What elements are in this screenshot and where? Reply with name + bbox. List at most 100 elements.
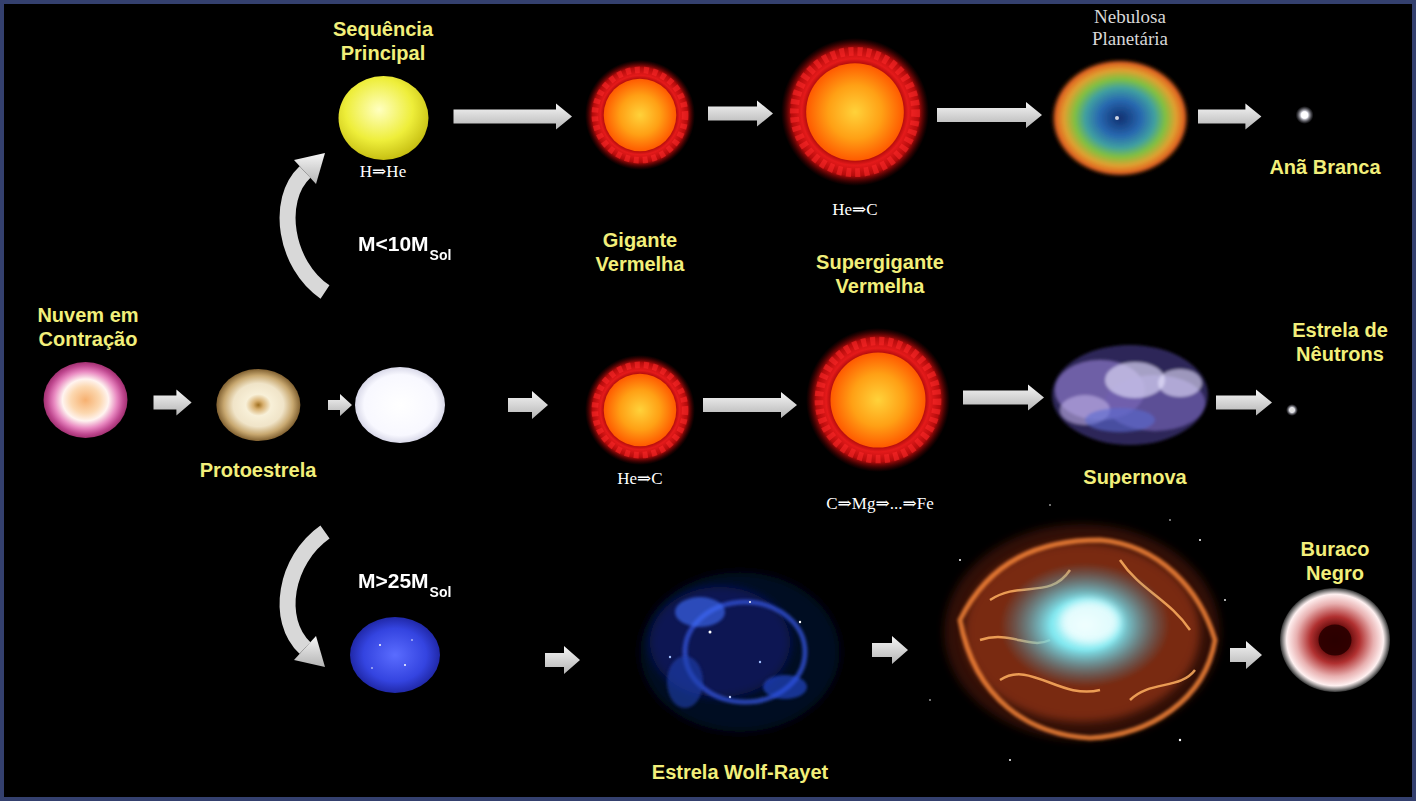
red-giant-star-shape (604, 79, 677, 152)
flow-arrow (328, 394, 352, 416)
flow-arrow (154, 390, 192, 416)
subscript: Sol (430, 584, 452, 600)
red-giant-star-shape (585, 355, 695, 465)
flow-arrow (937, 102, 1042, 128)
wolf-rayet-star-shape (675, 597, 725, 627)
protostar: Protoestrela (196, 365, 321, 486)
stage-label: Estrela Wolf-Rayet (652, 760, 828, 784)
mass-branch-arrow (294, 636, 325, 667)
wolf-rayet-star-shape (759, 661, 761, 663)
white-dwarf-shape (1296, 106, 1314, 124)
crab-nebula-image (1000, 563, 1170, 687)
wolf-rayet-star-shape (640, 572, 840, 732)
subscript: Sol (430, 247, 452, 263)
wolf-rayet-star-shape (799, 621, 801, 623)
mass-condition: M<10M (358, 232, 429, 256)
black-hole-shape (1319, 624, 1352, 655)
flow-arrow (454, 104, 573, 130)
flow-arrow (703, 392, 797, 418)
wolf-rayet-star-shape (729, 696, 731, 698)
supernova-shape (1158, 369, 1202, 397)
background-stars (959, 559, 961, 561)
fusion-label: C⇒Mg⇒...⇒Fe (826, 494, 933, 514)
planetary-nebula-shape (1115, 116, 1119, 120)
planetary-nebula: Nebulosa Planetária (1046, 2, 1194, 182)
stage-label: Estrela de Nêutrons (1280, 318, 1400, 366)
wolf-rayet-star-shape (669, 656, 671, 658)
red-supergiant-star-shape (781, 38, 929, 186)
supernova-shape (1052, 345, 1208, 445)
blue-star (404, 664, 406, 666)
contracting-cloud: Nuvem em Contração (27, 299, 150, 442)
fusion-label: H⇒He (360, 162, 406, 182)
wolf-rayet-star-shape (640, 572, 840, 732)
wolf-rayet-star-shape (763, 675, 807, 699)
red-supergiant-star: He⇒C (777, 34, 933, 224)
blue-star (350, 617, 440, 693)
red-supergiant-star: Supergigante VermelhaC⇒Mg⇒...⇒Fe (801, 246, 959, 518)
supernova-shape (1105, 362, 1165, 398)
blue-star (371, 667, 373, 669)
black-hole-shape (1280, 588, 1390, 692)
crab-nebula-image (944, 524, 1220, 740)
red-giant-star: Gigante Vermelha (576, 56, 704, 280)
crab-nebula-image (1060, 600, 1120, 644)
mass-branch-arrow (288, 172, 325, 292)
stage-label: Gigante Vermelha (580, 228, 700, 276)
fusion-label: He⇒C (832, 200, 877, 220)
red-supergiant-star-shape (781, 38, 929, 186)
stage-label: Supergigante Vermelha (805, 250, 955, 298)
supernova-shape (1052, 345, 1208, 445)
red-giant-star: He⇒C (581, 351, 699, 493)
flow-arrow (708, 101, 773, 127)
wolf-rayet-star-shape (667, 656, 703, 708)
red-supergiant-star-shape (777, 34, 933, 224)
flow-arrow (545, 646, 580, 674)
fusion-label: He⇒C (617, 469, 662, 489)
black-hole: Buraco Negro (1276, 533, 1394, 696)
black-hole-shape (1280, 588, 1390, 692)
red-supergiant-star-shape (806, 328, 950, 472)
wolf-rayet-star-shape (667, 597, 807, 708)
neutron-star: Estrela de Nêutrons (1276, 314, 1404, 420)
blue-star (379, 644, 381, 646)
stage-label: Nebulosa Planetária (1070, 6, 1190, 50)
mass-branch-arrow (288, 532, 325, 648)
neutron-star-shape (1290, 408, 1295, 413)
red-giant-star-shape (595, 70, 685, 160)
red-supergiant-star-shape (806, 63, 904, 161)
background-stars (1224, 599, 1226, 601)
stage-label: Anã Branca (1269, 155, 1380, 179)
red-supergiant-star-shape (806, 328, 950, 472)
background-stars (1009, 759, 1011, 761)
background-stars (1199, 539, 1201, 541)
flow-arrow (1230, 641, 1262, 669)
neutron-star-shape (1286, 404, 1298, 416)
blue-star (411, 639, 413, 641)
white-star (355, 367, 445, 443)
stage-label: Supernova (1083, 465, 1186, 489)
wolf-rayet-star-shape (709, 631, 712, 634)
main-sequence-star-shape (338, 76, 428, 160)
crab-nebula-image (960, 540, 1215, 738)
planetary-nebula-shape (1050, 58, 1190, 178)
protostar-shape (216, 369, 300, 441)
red-supergiant-star-shape (819, 341, 937, 459)
contracting-cloud-shape (43, 362, 127, 438)
red-giant-star-shape (595, 365, 685, 455)
background-stars (1169, 519, 1171, 521)
stage-label: Protoestrela (200, 458, 317, 482)
stage-label: Nuvem em Contração (31, 303, 146, 351)
wolf-rayet-star: Estrela Wolf-Rayet (636, 568, 844, 788)
supernova: Supernova (1048, 341, 1212, 493)
background-stars (1049, 504, 1051, 506)
red-giant-star-shape (585, 60, 695, 170)
wolf-rayet-star-shape (640, 572, 840, 732)
white-dwarf: Anã Branca (1265, 102, 1384, 183)
red-supergiant-star-shape (830, 352, 925, 447)
wolf-rayet-star-shape (749, 601, 751, 603)
blue-star (350, 617, 440, 693)
crab-nebula-image (944, 524, 1220, 740)
